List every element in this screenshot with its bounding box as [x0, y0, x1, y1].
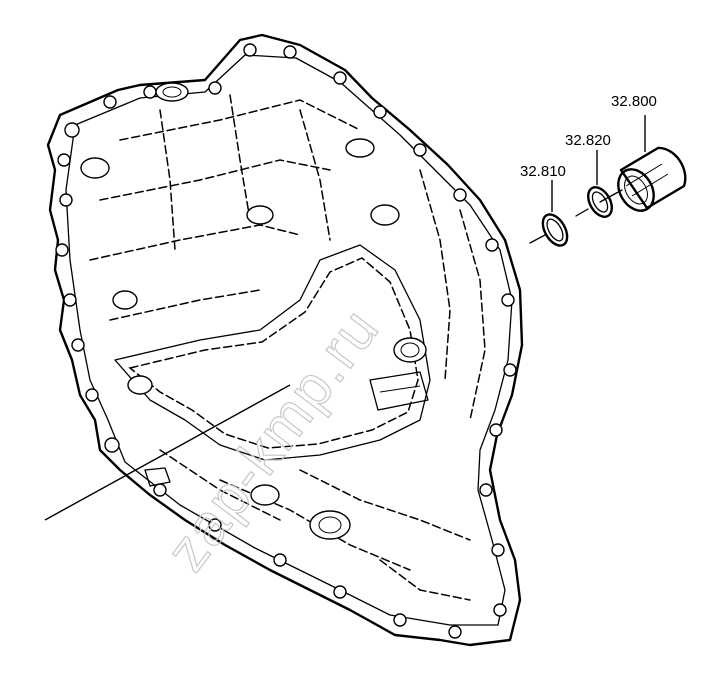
part-32-820-washer[interactable]	[575, 183, 617, 221]
transmission-housing	[46, 33, 524, 647]
part-32-800-sleeve[interactable]	[599, 146, 687, 217]
part-32-810-snap-ring[interactable]	[529, 210, 572, 249]
callout-label-32-820: 32.820	[565, 132, 611, 149]
callout-label-32-800: 32.800	[611, 93, 657, 110]
housing-leader-line	[44, 384, 291, 521]
watermark-text: zap-kmp.ru	[153, 296, 392, 583]
callout-label-32-810: 32.810	[520, 163, 566, 180]
